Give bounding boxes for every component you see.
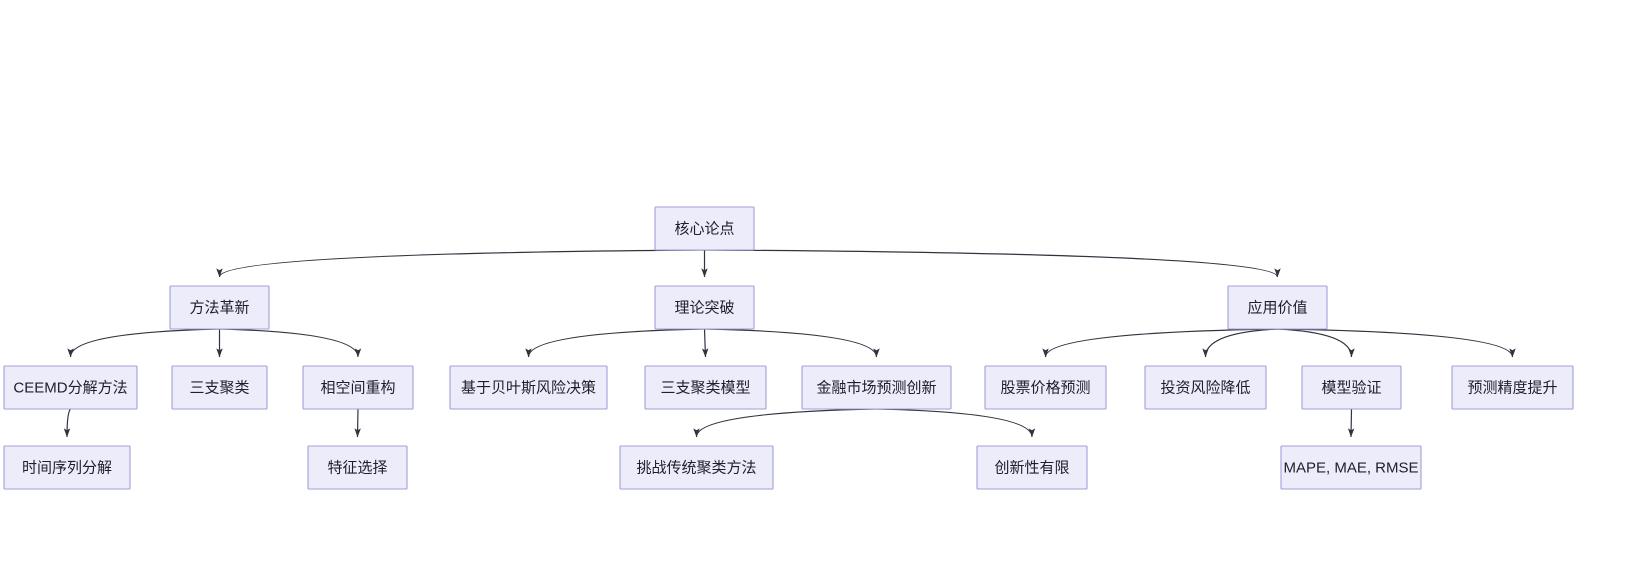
node-method[interactable]: 方法革新 <box>169 285 270 330</box>
node-label-riskdown: 投资风险降低 <box>1160 379 1250 396</box>
node-box-limited[interactable] <box>976 445 1088 490</box>
node-label-phase: 相空间重构 <box>320 379 395 396</box>
node-bayes[interactable]: 基于贝叶斯风险决策 <box>449 365 608 410</box>
node-twmodel[interactable]: 三支聚类模型 <box>644 365 767 410</box>
node-label-limited: 创新性有限 <box>994 459 1069 476</box>
node-label-validate: 模型验证 <box>1321 379 1381 396</box>
node-box-theory[interactable] <box>654 285 755 330</box>
edge-theory-to-finance <box>704 328 880 358</box>
node-label-twmodel: 三支聚类模型 <box>660 379 750 396</box>
node-label-metrics: MAPE, MAE, RMSE <box>1283 459 1418 476</box>
node-label-bayes: 基于贝叶斯风险决策 <box>461 379 596 396</box>
edge-finance-to-challenge <box>693 408 877 438</box>
node-label-ceemd: CEEMD分解方法 <box>13 379 127 396</box>
node-label-tsdecomp: 时间序列分解 <box>22 459 112 476</box>
edge-theory-to-bayes <box>525 328 705 358</box>
node-box-threeway[interactable] <box>171 365 268 410</box>
node-stockpred[interactable]: 股票价格预测 <box>984 365 1107 410</box>
node-box-stockpred[interactable] <box>984 365 1107 410</box>
edge-appvalue-to-riskdown <box>1202 328 1278 358</box>
edge-finance-to-limited <box>876 408 1036 438</box>
node-accuracy[interactable]: 预测精度提升 <box>1451 365 1574 410</box>
node-label-featsel: 特征选择 <box>327 459 387 476</box>
node-box-challenge[interactable] <box>619 445 774 490</box>
node-box-method[interactable] <box>169 285 270 330</box>
node-box-tsdecomp[interactable] <box>3 445 131 490</box>
node-label-appvalue: 应用价值 <box>1247 298 1307 316</box>
node-label-finance: 金融市场预测创新 <box>816 379 936 396</box>
node-box-featsel[interactable] <box>307 445 408 490</box>
edge-phase-to-featsel <box>354 408 361 438</box>
node-box-accuracy[interactable] <box>1451 365 1574 410</box>
edge-appvalue-to-accuracy <box>1277 328 1516 358</box>
node-box-finance[interactable] <box>801 365 952 410</box>
node-phase[interactable]: 相空间重构 <box>302 365 414 410</box>
node-label-root: 核心论点 <box>674 220 734 237</box>
edge-appvalue-to-stockpred <box>1042 328 1278 358</box>
node-featsel[interactable]: 特征选择 <box>307 445 408 490</box>
node-box-phase[interactable] <box>302 365 414 410</box>
node-label-stockpred: 股票价格预测 <box>1000 379 1090 396</box>
node-riskdown[interactable]: 投资风险降低 <box>1144 365 1267 410</box>
edge-layer <box>63 249 1516 438</box>
node-box-metrics[interactable] <box>1280 445 1422 490</box>
edge-ceemd-to-tsdecomp <box>63 408 71 438</box>
edge-root-to-appvalue <box>704 249 1281 278</box>
node-label-challenge: 挑战传统聚类方法 <box>636 459 756 476</box>
edge-validate-to-metrics <box>1347 408 1355 438</box>
node-box-root[interactable] <box>654 206 755 251</box>
node-limited[interactable]: 创新性有限 <box>976 445 1088 490</box>
node-tsdecomp[interactable]: 时间序列分解 <box>3 445 131 490</box>
edge-method-to-ceemd <box>67 328 220 358</box>
node-label-method: 方法革新 <box>189 299 249 316</box>
edge-root-to-method <box>216 249 705 278</box>
node-finance[interactable]: 金融市场预测创新 <box>801 365 952 410</box>
node-label-accuracy: 预测精度提升 <box>1467 379 1557 396</box>
node-label-threeway: 三支聚类 <box>189 379 249 396</box>
node-validate[interactable]: 模型验证 <box>1301 365 1402 410</box>
node-box-bayes[interactable] <box>449 365 608 410</box>
node-box-ceemd[interactable] <box>3 365 138 410</box>
node-ceemd[interactable]: CEEMD分解方法 <box>3 365 138 410</box>
node-label-theory: 理论突破 <box>674 299 734 316</box>
node-box-appvalue[interactable] <box>1227 285 1328 330</box>
node-threeway[interactable]: 三支聚类 <box>171 365 268 410</box>
node-theory[interactable]: 理论突破 <box>654 285 755 330</box>
node-appvalue[interactable]: 应用价值 <box>1227 285 1328 330</box>
node-box-twmodel[interactable] <box>644 365 767 410</box>
node-root[interactable]: 核心论点 <box>654 206 755 251</box>
node-box-validate[interactable] <box>1301 365 1402 410</box>
edge-theory-to-twmodel <box>701 328 709 358</box>
edge-appvalue-to-validate <box>1277 328 1355 358</box>
node-box-riskdown[interactable] <box>1144 365 1267 410</box>
node-metrics[interactable]: MAPE, MAE, RMSE <box>1280 445 1422 490</box>
node-challenge[interactable]: 挑战传统聚类方法 <box>619 445 774 490</box>
edge-method-to-phase <box>219 328 362 358</box>
